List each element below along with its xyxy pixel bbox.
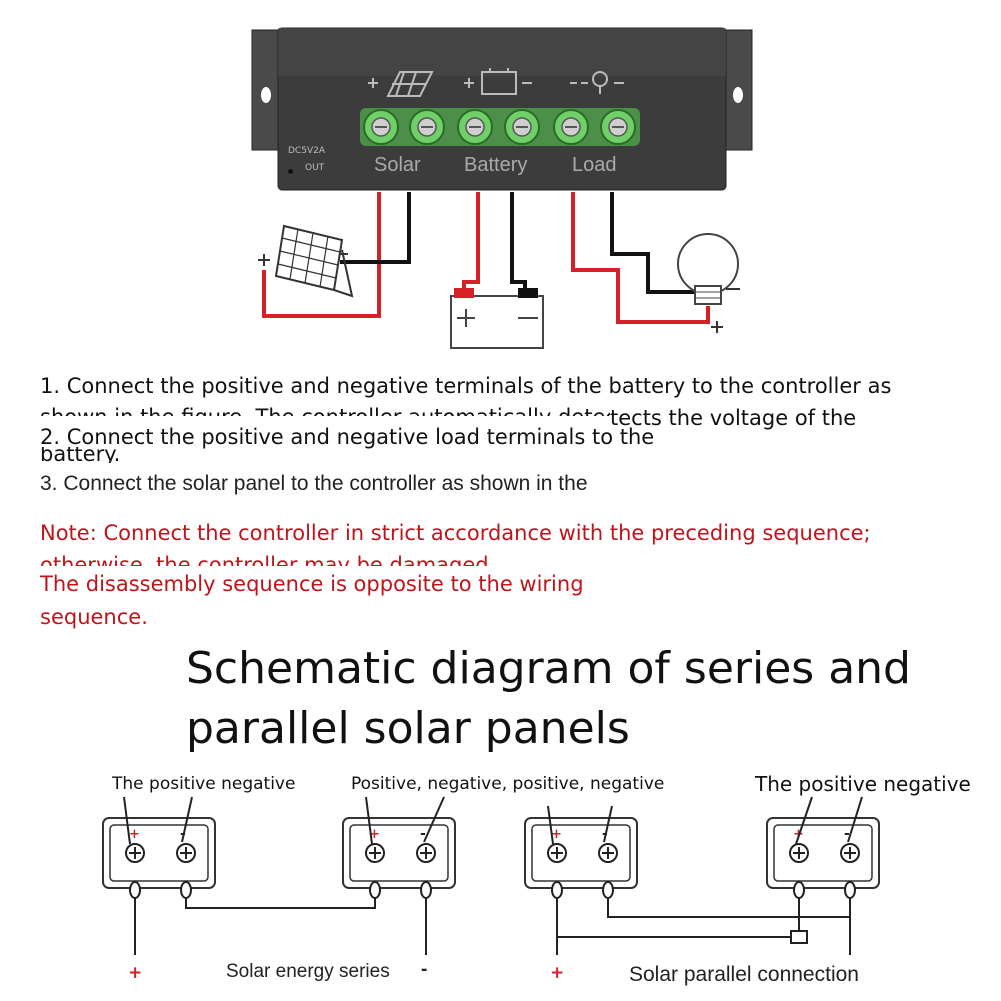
- terminal-label-load: Load: [572, 154, 617, 176]
- controller-wiring-illustration: [251, 27, 753, 349]
- solar-panel-icon: [274, 224, 354, 298]
- parallel-junction-box-2: [766, 817, 880, 889]
- note-line-4: sequence.: [40, 605, 148, 629]
- step-1-line-2: shown in the figure. The controller auto…: [40, 405, 830, 416]
- note-line-2: otherwise, the controller may be damaged…: [40, 553, 496, 566]
- battery-symbol-icon: [464, 68, 532, 95]
- step-3: 3. Connect the solar panel to the contro…: [40, 472, 588, 495]
- terminal-label-battery: Battery: [464, 154, 528, 176]
- load-bulb-symbol-icon: [570, 71, 624, 94]
- usb-port: [288, 169, 293, 174]
- series-junction-box-1: [102, 817, 216, 889]
- usb-port-label: DC5V2A: [288, 146, 325, 156]
- solar-symbol-icon: [368, 71, 434, 97]
- series-junction-box-2: [342, 817, 456, 889]
- left-mounting-hole: [261, 87, 271, 103]
- step-1-line-3: battery.: [40, 447, 121, 463]
- schematic-title-line-1: Schematic diagram of series and: [186, 643, 911, 694]
- note-line-3: The disassembly sequence is opposite to …: [40, 572, 584, 596]
- light-bulb-icon: [677, 233, 739, 305]
- series-minus-label: -: [421, 959, 428, 980]
- label-middle-positive-negative: Positive, negative, positive, negative: [351, 774, 665, 794]
- note-line-1: Note: Connect the controller in strict a…: [40, 521, 871, 545]
- svg-text:+: +: [550, 963, 564, 983]
- terminal-strip: [360, 108, 640, 146]
- battery-icon: [450, 288, 544, 349]
- step-1-line-2-tail: tects the voltage of the: [610, 406, 857, 430]
- step-2: 2. Connect the positive and negative loa…: [40, 425, 655, 449]
- label-right-positive-negative: The positive negative: [755, 772, 971, 796]
- parallel-junction-box-1: [524, 817, 638, 889]
- parallel-caption: Solar parallel connection: [629, 963, 859, 986]
- series-caption: Solar energy series: [226, 961, 390, 982]
- usb-port-sublabel: OUT: [305, 163, 325, 173]
- svg-text:+: +: [128, 963, 142, 983]
- step-1-line-1: 1. Connect the positive and negative ter…: [40, 374, 892, 398]
- terminal-label-solar: Solar: [374, 154, 421, 176]
- schematic-title-line-2: parallel solar panels: [186, 703, 630, 754]
- right-mounting-hole: [733, 87, 743, 103]
- label-left-positive-negative: The positive negative: [112, 774, 296, 794]
